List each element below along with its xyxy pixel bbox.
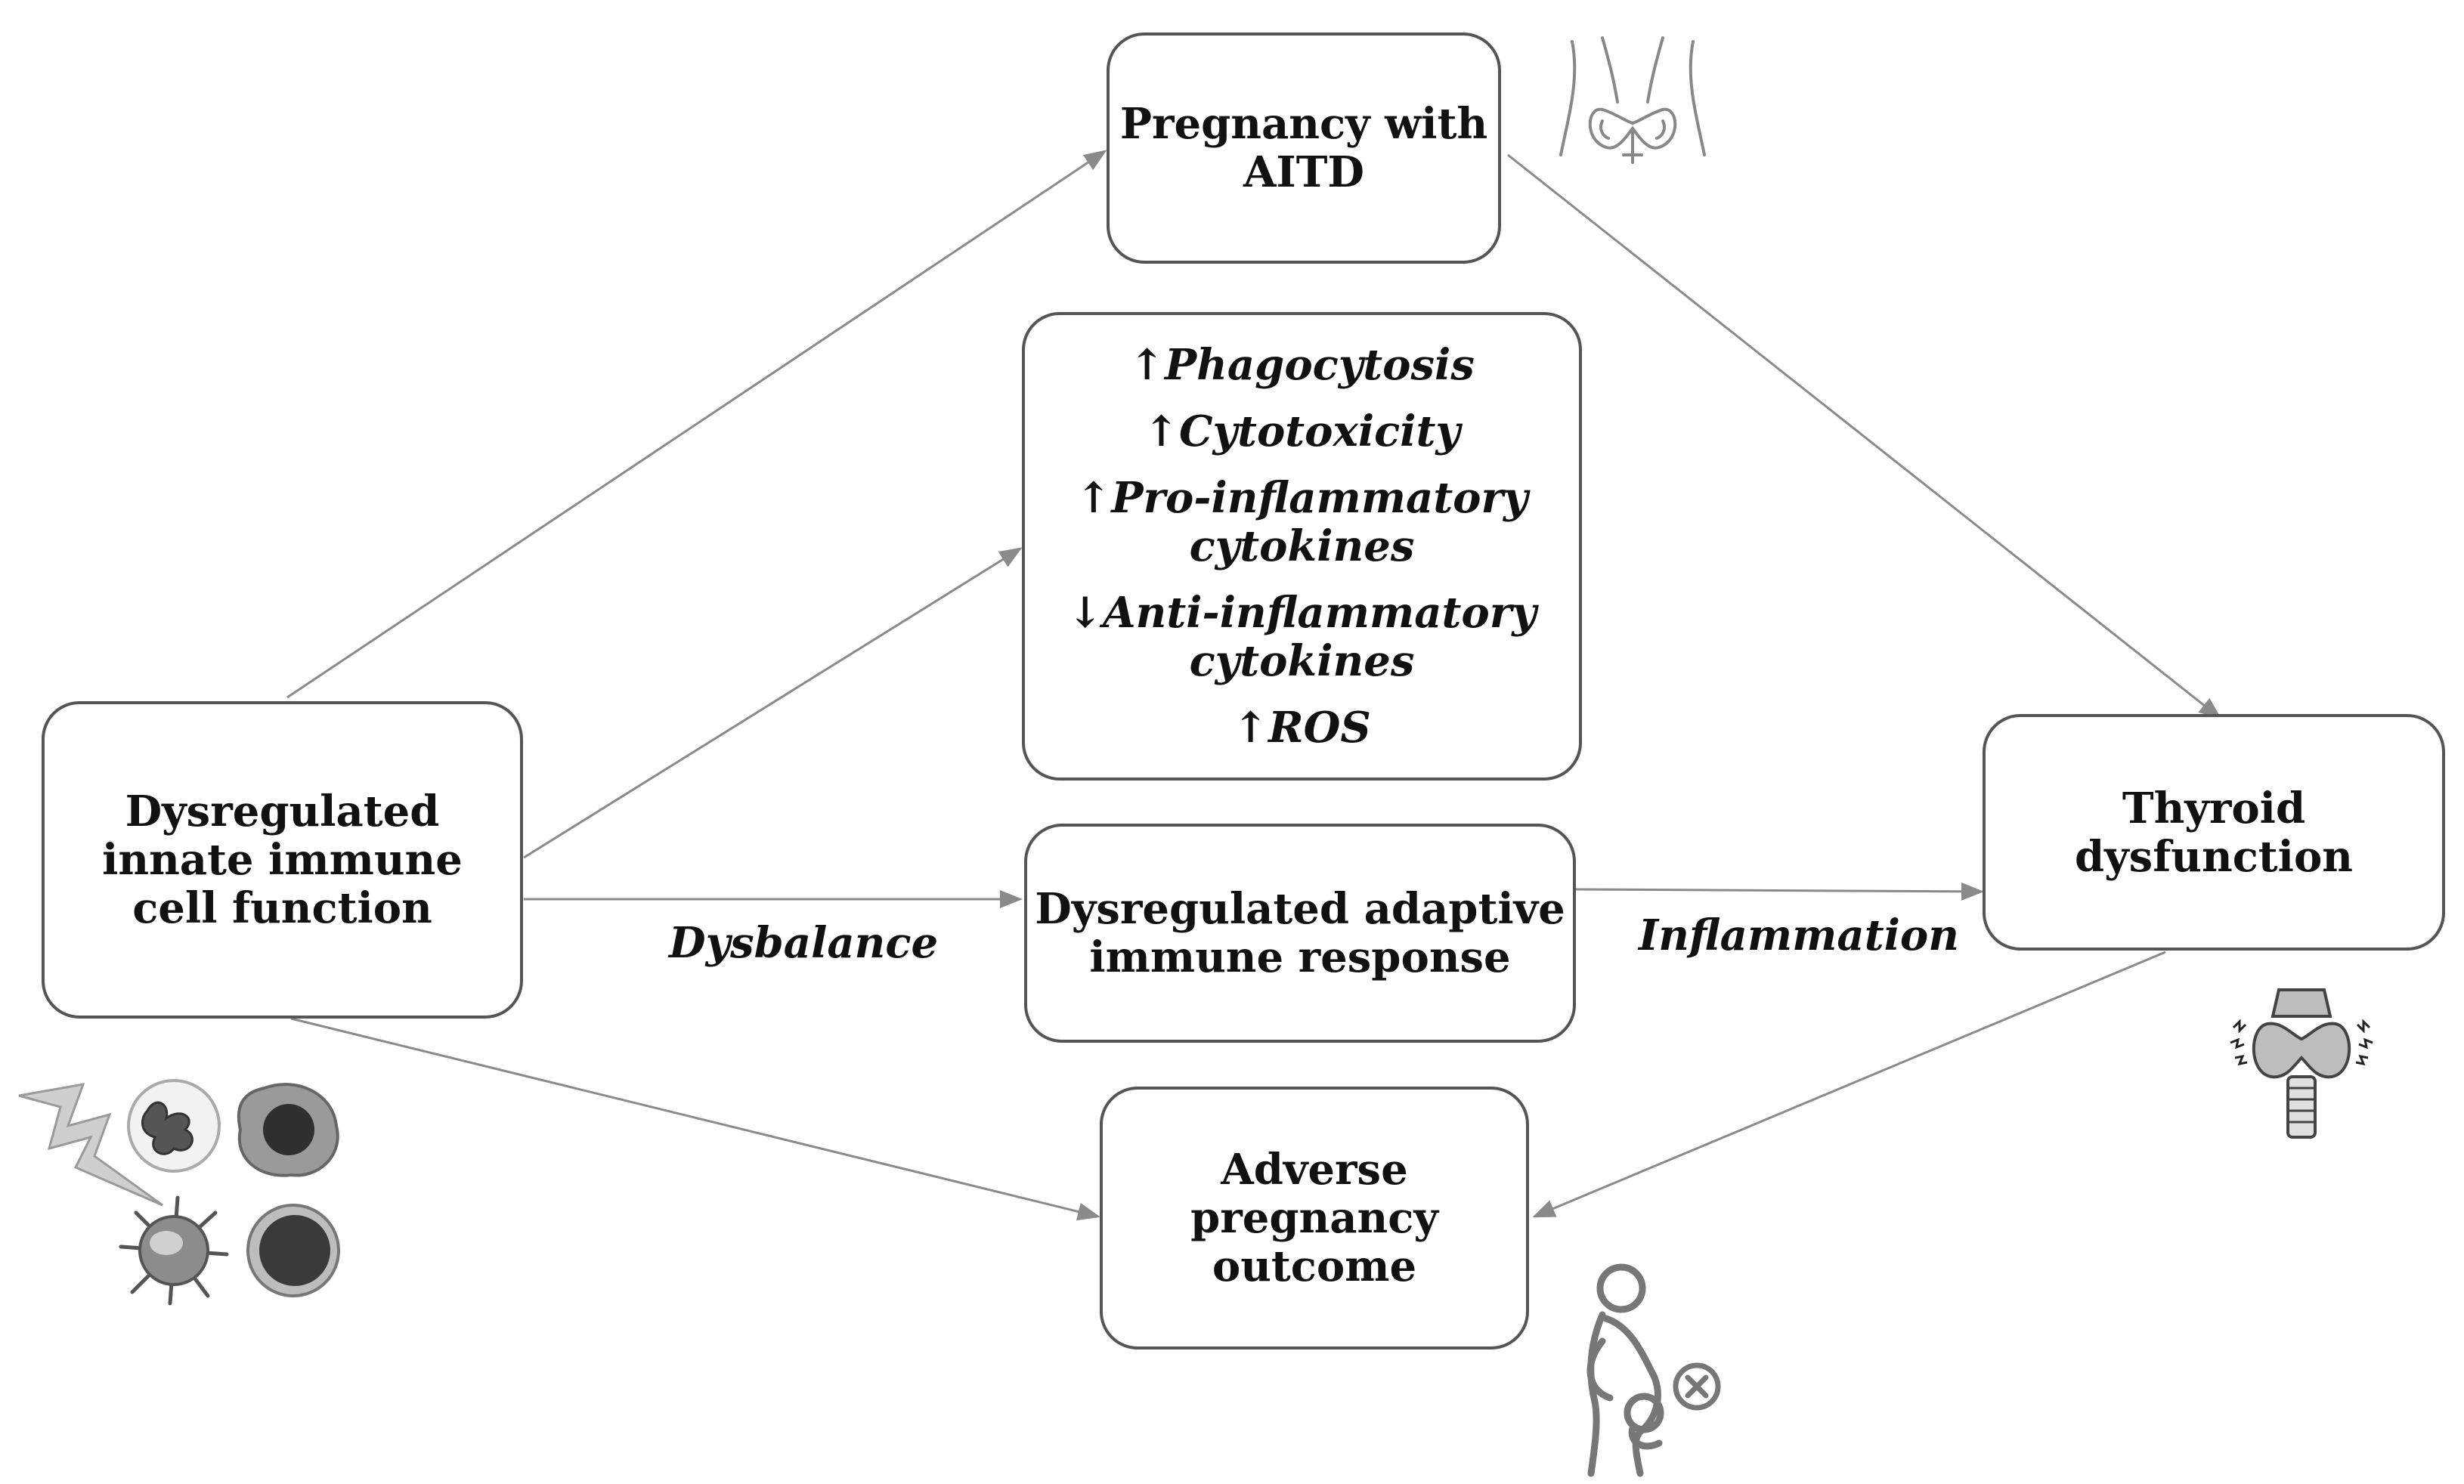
effect-anti-inflammatory-cytokines: ↓Anti-inflammatory cytokines xyxy=(1067,589,1537,685)
lightning-icon xyxy=(18,1083,163,1207)
node-thyroid-dysfunction: Thyroid dysfunction xyxy=(1983,714,2445,951)
arrow-innate-to-effects xyxy=(523,547,1023,859)
inflamed-thyroid-trachea-icon xyxy=(2230,988,2373,1139)
node-text-line: AITD xyxy=(1243,147,1364,197)
effect-text: ↓Anti-inflammatory xyxy=(1067,588,1537,638)
node-innate-effects-list: ↑Phagocytosis ↑Cytotoxicity ↑Pro-inflamm… xyxy=(1022,312,1582,781)
immune-cells-icon xyxy=(119,1079,340,1306)
edge-label-inflammation: Inflammation xyxy=(1639,910,1959,960)
effect-text: ↑Phagocytosis xyxy=(1129,340,1475,390)
node-text-line: innate immune xyxy=(102,835,463,885)
arrow-thyroid-to-adverse xyxy=(1532,951,2166,1218)
node-text-line: immune response xyxy=(1089,932,1511,982)
node-text-line: outcome xyxy=(1212,1241,1417,1291)
node-adverse-pregnancy-outcome: Adverse pregnancy outcome xyxy=(1100,1087,1529,1350)
node-text-line: pregnancy xyxy=(1190,1193,1438,1243)
node-text-line: Thyroid xyxy=(2122,783,2306,833)
node-text-line: Pregnancy with xyxy=(1119,99,1488,149)
pregnant-woman-icon xyxy=(1586,1263,1721,1477)
thyroid-neck-icon xyxy=(1559,36,1706,164)
effect-phagocytosis: ↑Phagocytosis xyxy=(1129,341,1475,389)
node-text-line: Dysregulated xyxy=(125,787,440,836)
effect-text: ↑ROS xyxy=(1233,703,1371,753)
effect-text: cytokines xyxy=(1189,636,1415,686)
effect-ros: ↑ROS xyxy=(1233,703,1371,752)
arrow-innate-to-adverse xyxy=(290,1017,1100,1221)
effect-text: ↑Pro-inflammatory xyxy=(1076,473,1528,523)
effect-text: ↑Cytotoxicity xyxy=(1144,407,1460,456)
node-text-line: Adverse xyxy=(1221,1145,1408,1195)
arrow-innate-to-pregnancy xyxy=(286,150,1107,699)
node-text-line: cell function xyxy=(132,883,432,933)
effect-pro-inflammatory-cytokines: ↑Pro-inflammatory cytokines xyxy=(1076,474,1528,570)
node-text-line: Dysregulated adaptive xyxy=(1035,884,1565,934)
node-pregnancy-with-aitd: Pregnancy with AITD xyxy=(1107,32,1501,264)
effect-text: cytokines xyxy=(1189,521,1415,571)
node-dysregulated-innate-immune: Dysregulated innate immune cell function xyxy=(42,701,523,1019)
arrow-adaptive-to-thyroid xyxy=(1575,882,1984,901)
edge-label-dysbalance: Dysbalance xyxy=(669,918,939,968)
effect-cytotoxicity: ↑Cytotoxicity xyxy=(1144,407,1460,456)
arrow-pregnancy-to-thyroid xyxy=(1507,153,2222,719)
node-dysregulated-adaptive-immune: Dysregulated adaptive immune response xyxy=(1024,824,1576,1043)
node-text-line: dysfunction xyxy=(2074,831,2354,882)
